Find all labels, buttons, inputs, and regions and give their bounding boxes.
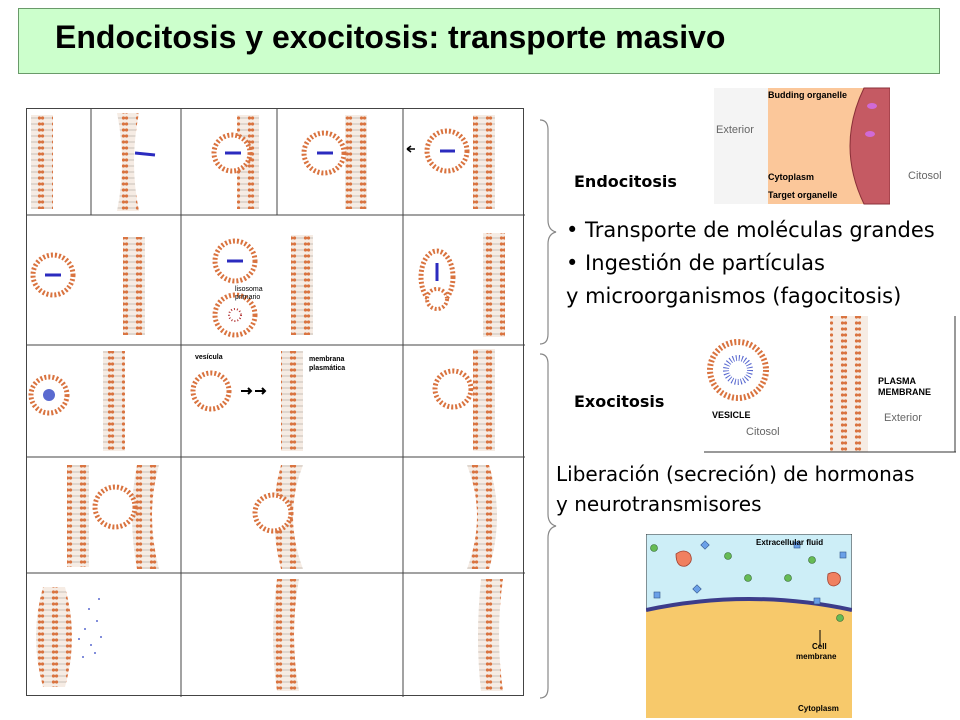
endocitosis-bullet-1: • Transporte de moléculas grandes: [566, 218, 935, 242]
inset-exterior-label: Exterior: [716, 124, 754, 136]
endocitosis-bullet-2: • Ingestión de partículas: [566, 251, 825, 275]
inset-exterior-label-2: Exterior: [884, 412, 922, 424]
label-plasmatica: plasmática: [309, 365, 345, 372]
inset-budding-label: Budding organelle: [768, 90, 848, 100]
exocitosis-line-2: y neurotransmisores: [556, 492, 762, 516]
inset-plasma-label: PLASMA: [878, 376, 916, 386]
label-primario: primario: [235, 294, 260, 301]
endocitosis-inset: [714, 87, 890, 205]
inset-membrane-label: MEMBRANE: [878, 387, 931, 397]
page-title: Endocitosis y exocitosis: transporte mas…: [55, 19, 726, 55]
label-lisosoma: lisosoma: [235, 286, 263, 293]
exocitosis-label: Exocitosis: [574, 392, 665, 411]
brace-group: [539, 119, 557, 699]
label-vesicula: vesícula: [195, 354, 223, 361]
inset-target-label: Target organelle: [768, 190, 838, 200]
inset-cytoplasm-label: Cytoplasm: [768, 172, 815, 182]
cell-membrane-label: membrane: [796, 652, 837, 661]
cell-cytoplasm-label: Cytoplasm: [798, 704, 839, 713]
cell-extracellular-label: Extracellular fluid: [756, 538, 824, 547]
inset-citosol-label: Citosol: [908, 170, 942, 182]
exocitosis-inset: [704, 316, 956, 453]
inset-citosol-label-2: Citosol: [746, 426, 780, 438]
cell-cell-label: Cell: [812, 642, 827, 651]
label-membrana: membrana: [309, 356, 345, 363]
endocitosis-label: Endocitosis: [574, 172, 677, 191]
exocitosis-line-1: Liberación (secreción) de hormonas: [556, 462, 915, 486]
endocitosis-continuation: y microorganismos (fagocitosis): [566, 284, 902, 308]
process-grid: lisosoma primario vesícula membrana plas…: [26, 108, 525, 697]
process-grid-drawing: lisosoma primario vesícula membrana plas…: [27, 109, 525, 697]
inset-vesicle-label: VESICLE: [712, 410, 751, 420]
title-banner: Endocitosis y exocitosis: transporte mas…: [18, 8, 940, 74]
cell-membrane-diagram: [646, 534, 852, 718]
